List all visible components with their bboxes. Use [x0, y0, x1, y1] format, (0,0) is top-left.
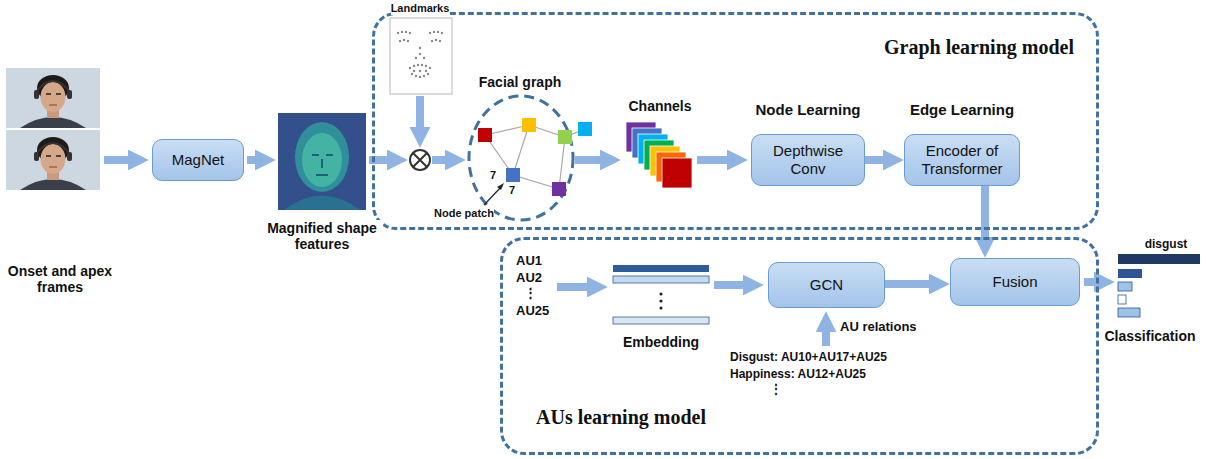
- embedding-bar: [613, 276, 709, 283]
- flow-arrow: [697, 156, 727, 164]
- process-box: Edge LearningEncoder of Transformer: [904, 134, 1020, 186]
- graph-node: [558, 130, 572, 144]
- flow-arrow: [416, 96, 424, 127]
- callout-label: Node patch: [434, 207, 494, 220]
- channel-square: [662, 158, 692, 188]
- process-box: Fusion: [950, 258, 1080, 306]
- apex-frame: [6, 130, 100, 190]
- group-title: Graph learning model: [884, 36, 1074, 59]
- box-label: GCN: [810, 276, 843, 294]
- relation-note: Happiness: AU12+AU25: [730, 368, 866, 382]
- image-caption: Landmarks: [391, 2, 450, 15]
- au-label: AU1: [516, 254, 542, 269]
- landmark-points: [398, 32, 442, 77]
- embedding-dots: [659, 299, 662, 302]
- class-label: disgust: [1145, 238, 1188, 252]
- model-group: Graph learning modelNode LearningDepthwi…: [372, 12, 1099, 230]
- relation-note: Disgust: AU10+AU17+AU25: [730, 351, 887, 365]
- box-label: Depthwise Conv: [758, 142, 858, 178]
- au-label: AU2: [516, 271, 542, 286]
- ellipsis-label: ⋮: [524, 286, 537, 301]
- score-bar: [1118, 308, 1140, 317]
- graph-node: [506, 168, 520, 182]
- ellipsis-label: ⋮: [770, 383, 782, 397]
- image-caption: Channels: [628, 98, 691, 114]
- magnified-ground: [278, 113, 366, 210]
- au-label: AU25: [516, 304, 549, 319]
- flow-arrow: [714, 281, 743, 289]
- graph-outline: [469, 96, 573, 220]
- process-box: GCN: [768, 262, 885, 308]
- graph-node: [552, 182, 566, 196]
- magnified-features: [312, 155, 333, 175]
- flow-arrow: [865, 156, 883, 164]
- box-label: MagNet: [172, 151, 225, 169]
- graph-node: [578, 122, 592, 136]
- magnified-image: [278, 113, 366, 210]
- leader-head: [497, 183, 504, 190]
- dimension-label: 7: [509, 184, 515, 197]
- score-bar: [1118, 254, 1200, 264]
- image-caption: Classification: [1104, 328, 1195, 344]
- flow-arrow: [575, 156, 600, 164]
- input-label: AU relations: [840, 320, 917, 335]
- step-heading: Edge Learning: [910, 101, 1014, 118]
- embedding-dots: [659, 292, 662, 295]
- embedding-dots: [659, 306, 662, 309]
- magnified-head: [295, 122, 349, 192]
- group-title: AUs learning model: [536, 406, 706, 429]
- multiply-symbol: [410, 150, 430, 170]
- dimension-label: 7: [490, 169, 496, 182]
- leader-line: [484, 186, 502, 205]
- score-bar: [1118, 295, 1126, 304]
- onset-frame: [6, 68, 100, 128]
- flow-arrow: [247, 156, 255, 164]
- score-bar: [1118, 282, 1132, 291]
- flow-arrow: [432, 156, 445, 164]
- box-label: Encoder of Transformer: [911, 142, 1013, 178]
- step-heading: Node Learning: [755, 101, 860, 118]
- flow-arrow: [822, 332, 830, 346]
- magnified-shoulders: [284, 196, 360, 211]
- graph-edges: [485, 125, 585, 189]
- image-caption: Embedding: [623, 334, 699, 350]
- magnified-face: [302, 133, 342, 187]
- image-caption: Magnified shape features: [261, 220, 383, 252]
- process-box: Node LearningDepthwise Conv: [751, 134, 865, 186]
- process-box: MagNet: [152, 139, 244, 181]
- model-group: AUs learning model GCN Fusion: [500, 237, 1099, 455]
- flow-arrow: [557, 283, 587, 291]
- image-caption: Facial graph: [479, 74, 561, 90]
- embedding-bar: [613, 317, 709, 324]
- embedding-bar: [613, 265, 709, 272]
- flow-arrow: [885, 280, 929, 288]
- graph-node: [522, 118, 536, 132]
- flow-arrows: [104, 96, 1094, 346]
- graph-node: [478, 128, 492, 142]
- box-label: Fusion: [992, 273, 1037, 291]
- flow-arrow: [1084, 278, 1094, 286]
- flow-arrow: [104, 156, 128, 164]
- multiply-cross: [413, 153, 427, 167]
- landmarks-frame: [390, 18, 452, 94]
- score-bar: [1118, 269, 1142, 278]
- image-caption: Onset and apex frames: [2, 263, 118, 295]
